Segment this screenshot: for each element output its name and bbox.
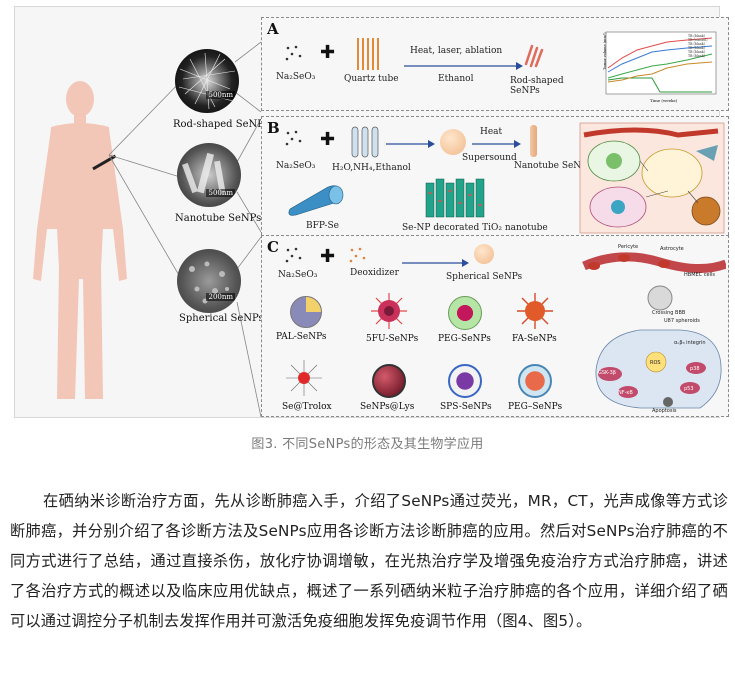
bio-label-u87: U87 spheroids [664,318,700,324]
rod-scale-bar: 500nm [206,91,235,99]
panel-b-reagent: Na₂SeO₃ [276,161,316,171]
pal-senps-icon [290,296,322,328]
spherical-label: Spherical SeNPs [179,313,264,324]
panel-a-container: Quartz tube [344,74,399,84]
plot-legend-4: TB (blank) [688,46,705,50]
nanotube-scale-bar: 500nm [206,189,235,197]
particle-label-4: FA-SeNPs [512,334,557,344]
spherical-sem-image: 200nm [177,249,241,313]
bio-label-pericyte: Pericyte [618,244,638,250]
panel-a-solvent: Ethanol [438,74,474,84]
particle-label-5: Se@Trolox [282,402,332,412]
panel-b-step1: Heat [480,127,503,137]
panel-c-letter: C [267,238,279,256]
particle-label-7: SPS-SeNPs [440,402,492,412]
5fu-senps-icon [371,293,407,329]
particle-label-6: SeNPs@Lys [360,402,415,412]
intermediate-particle [440,129,466,155]
sps-senps-icon [448,364,482,398]
panel-b: B Na₂SeO₃ ✚ H₂O,NH₄,Ethanol Heat Superso… [261,116,729,240]
bio-label-p38: p38 [690,366,700,372]
deoxidizer-dots-icon [349,247,366,263]
panel-a-reagent: Na₂SeO₃ [276,72,316,82]
plot-legend-1: TB (blank) [688,34,705,38]
bio-label-gsk: GSK-3β [598,370,616,376]
nanotube-product-icon [530,125,537,157]
bfp-se-icon [288,185,344,216]
plot-ylabel: Tumor volume (mm³) [603,32,607,70]
bio-label-hbmec: HBMEC cells [684,272,715,278]
bio-label-bbb: Crossing BBB [652,310,686,316]
body-paragraph: 在硒纳米诊断治疗方面，先从诊断肺癌入手，介绍了SeNPs通过荧光，MR，CT，光… [10,492,728,630]
senps-lys-icon [372,364,406,398]
panel-a-letter: A [267,20,279,38]
bio-label-astrocyte: Astrocyte [660,246,684,252]
rod-product-icon [524,44,544,68]
rod-sem-image: 500nm [175,49,239,113]
human-body-illustration [33,81,127,399]
particle-label-2: 5FU-SeNPs [366,334,419,344]
plot-legend-5: TB (blank) [688,50,705,54]
bio-label-apoptosis: Apoptosis [652,408,677,414]
figure-caption: 图3. 不同SeNPs的形态及其生物学应用 [251,437,484,452]
bio-label-nfkb: NF-κB [618,390,633,396]
na2seo3-dots-icon [285,45,302,61]
panel-b-arrow-2 [472,140,521,148]
plus-icon: ✚ [320,129,336,150]
nanotube-sem-image: 500nm [177,143,241,207]
particle-label-1: PAL-SeNPs [276,332,327,342]
panel-c-reducer: Deoxidizer [350,268,399,278]
plus-icon: ✚ [320,42,336,63]
panel-b-arrow-1 [386,140,435,148]
panel-b-tio2: Se-NP decorated TiO₂ nanotube [402,223,548,233]
plus-icon: ✚ [320,246,336,267]
panel-c-reagent: Na₂SeO₃ [278,270,318,280]
panel-c: C Na₂SeO₃ ✚ Deoxidizer Spherical SeNPs P… [261,235,729,417]
na2seo3-dots-icon [285,247,302,263]
panel-c-product: Spherical SeNPs [446,272,523,282]
peg-senps-icon [448,296,482,330]
panel-b-step2: Supersound [462,153,517,163]
plot-legend-3: TB (blank) [688,42,705,46]
panel-b-bfp: BFP-Se [306,221,339,231]
se-trolox-icon [286,360,322,396]
rod-label: Rod-shaped SeNPs [173,119,269,130]
panel-a-conditions: Heat, laser, ablation [410,46,503,56]
quartz-tube-icon [357,38,379,70]
particle-label-8: PEG–SeNPs [508,402,563,412]
panel-b-product: Nanotube SeNPs [514,161,592,171]
peg-senps-2-icon [518,364,552,398]
test-tubes-icon [351,126,379,158]
panel-c-bbb-schematic: Pericyte Astrocyte HBMEC cells Crossing … [582,244,726,414]
particle-label-3: PEG-SeNPs [438,334,491,344]
nanotube-label: Nanotube SeNPs [175,213,262,224]
panel-a: A Na₂SeO₃ ✚ Quartz tube Heat, laser, abl… [261,17,729,111]
spherical-product-icon [474,244,494,264]
tumor-volume-plot: Tumor volume (mm³) Time (weeks) TB (blan… [603,31,717,103]
plot-legend-6: TB (blank) [688,54,705,58]
panel-a-arrow [404,62,523,70]
spherical-scale-bar: 200nm [206,293,235,301]
bio-label-ros: ROS [650,360,661,366]
plot-legend-2: TB (control) [688,38,707,42]
bio-label-p53: p53 [684,386,694,392]
panel-a-product: Rod-shaped SeNPs [510,76,564,96]
panel-b-cell-schematic [579,122,725,234]
tio2-nanotube-icon [425,178,485,218]
panel-c-arrow [402,259,469,267]
fa-senps-icon [517,293,553,329]
na2seo3-dots-icon [285,130,302,146]
panel-b-letter: B [267,119,280,137]
figure-3: 500nm Rod-shaped SeNPs 500nm Nanotube Se… [14,6,729,418]
panel-b-solvent: H₂O,NH₄,Ethanol [332,163,411,173]
plot-xlabel: Time (weeks) [650,98,678,103]
bio-label-integrin: αᵥβ₃ integrin [674,340,706,346]
connector-lines [108,41,262,418]
